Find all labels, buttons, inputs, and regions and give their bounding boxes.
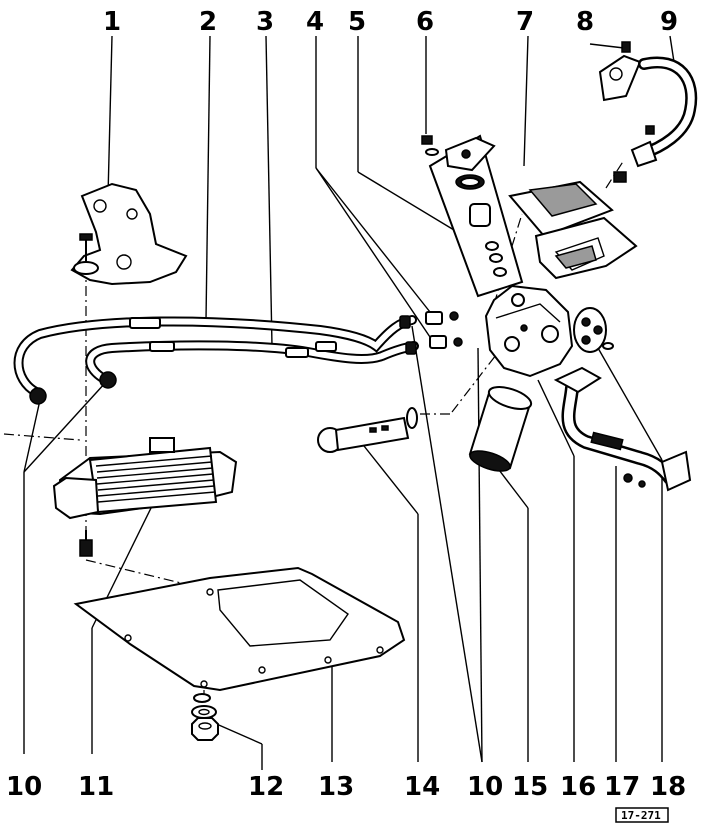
callout-6: 6 <box>416 7 434 37</box>
valve-plate-seals <box>421 134 524 298</box>
callout-10-left: 10 <box>6 772 42 802</box>
callout-3: 3 <box>256 7 274 37</box>
callout-12: 12 <box>248 772 284 802</box>
heat-shield <box>508 171 638 280</box>
callout-11: 11 <box>78 772 114 802</box>
filter-head <box>399 284 574 378</box>
callout-2: 2 <box>199 7 217 37</box>
cover-plate <box>73 566 406 692</box>
callout-5: 5 <box>348 7 366 37</box>
bypass-bolt <box>317 407 418 453</box>
callout-15: 15 <box>512 772 548 802</box>
callout-17: 17 <box>604 772 640 802</box>
gasket <box>573 307 614 353</box>
reference-code-box <box>615 807 669 823</box>
washer-nut <box>191 693 219 741</box>
callout-14: 14 <box>404 772 440 802</box>
breather-hose <box>598 41 698 168</box>
mounting-bracket <box>70 182 188 286</box>
leader-lines <box>23 35 675 770</box>
reference-code: 17-271 <box>621 809 661 822</box>
oil-cooler <box>52 437 238 557</box>
oil-lines <box>13 315 419 405</box>
callout-7: 7 <box>516 7 534 37</box>
callout-18: 18 <box>650 772 686 802</box>
oil-filter <box>468 386 533 472</box>
callout-8: 8 <box>576 7 594 37</box>
callout-10-right: 10 <box>467 772 503 802</box>
oil-pipe <box>553 366 692 492</box>
callout-9: 9 <box>660 7 678 37</box>
callout-1: 1 <box>103 7 121 37</box>
callout-16: 16 <box>560 772 596 802</box>
callout-4: 4 <box>306 7 324 37</box>
callout-13: 13 <box>318 772 354 802</box>
